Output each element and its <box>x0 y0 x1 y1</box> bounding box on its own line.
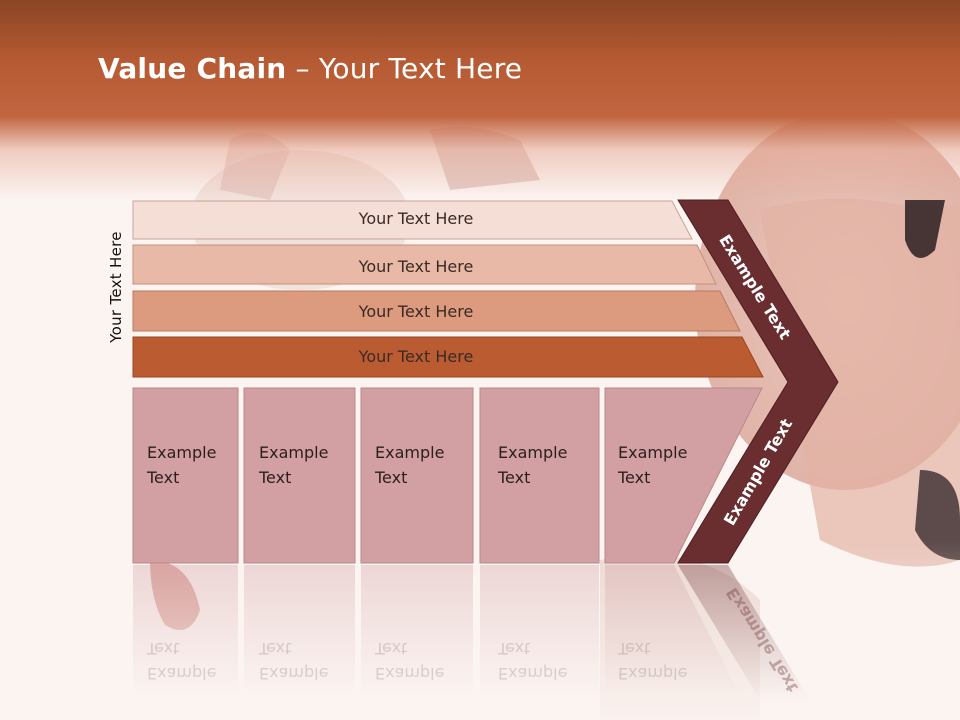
reflection-box-4 <box>480 565 599 695</box>
reflection-4-line2: Text <box>498 639 531 658</box>
activity-box-1-label: Example Text <box>147 440 237 490</box>
reflection-1-line2: Text <box>147 639 180 658</box>
activity-box-1-line2: Text <box>147 468 180 487</box>
reflection-5-line2: Text <box>618 639 651 658</box>
slide-title: Value Chain – Your Text Here <box>98 52 522 96</box>
reflection-3-line2: Text <box>375 639 408 658</box>
title-bold: Value Chain <box>98 52 287 85</box>
activity-box-1-reflection: Example Text <box>147 636 237 686</box>
activity-box-2 <box>243 387 356 564</box>
activity-box-5-reflection: Example Text <box>618 636 708 686</box>
reflection-1-line1: Example <box>147 664 217 683</box>
activity-box-3-line1: Example <box>375 443 445 462</box>
bar-2-label: Your Text Here <box>358 257 474 276</box>
reflection-box-3 <box>361 565 473 695</box>
activity-box-4-label: Example Text <box>498 440 588 490</box>
header-band <box>0 0 960 200</box>
activity-box-2-line2: Text <box>259 468 292 487</box>
activity-box-5-label: Example Text <box>618 440 708 490</box>
margin-chevron <box>677 199 839 564</box>
activity-box-2-line1: Example <box>259 443 329 462</box>
reflection-box-1 <box>133 565 238 695</box>
activity-box-3-reflection: Example Text <box>375 636 465 686</box>
activity-box-3-line2: Text <box>375 468 408 487</box>
title-rest: – Your Text Here <box>286 52 523 85</box>
reflection-5-line1: Example <box>618 664 688 683</box>
reflection-chevron <box>678 565 810 700</box>
activity-box-5 <box>604 387 763 564</box>
reflection-2-line1: Example <box>259 664 329 683</box>
bar-4-label: Your Text Here <box>358 347 474 366</box>
activity-box-2-reflection: Example Text <box>259 636 349 686</box>
activity-box-4-line2: Text <box>498 468 531 487</box>
activity-box-3-label: Example Text <box>375 440 465 490</box>
bar-1-label: Your Text Here <box>358 209 474 228</box>
bar-3 <box>132 290 741 332</box>
activity-box-3 <box>360 387 474 564</box>
activity-box-2-label: Example Text <box>259 440 349 490</box>
reflection-box-5 <box>605 565 740 695</box>
reflection-2-line2: Text <box>259 639 292 658</box>
bar-4 <box>132 336 764 378</box>
activity-box-1 <box>132 387 239 564</box>
bar-1 <box>132 200 693 240</box>
activity-box-4 <box>479 387 600 564</box>
bar-3-label: Your Text Here <box>358 302 474 321</box>
reflection-3-line1: Example <box>375 664 445 683</box>
activity-box-5-line2: Text <box>618 468 651 487</box>
activity-box-1-line1: Example <box>147 443 217 462</box>
activity-box-4-line1: Example <box>498 443 568 462</box>
activity-box-4-reflection: Example Text <box>498 636 588 686</box>
reflection-box-2 <box>244 565 355 695</box>
bar-2 <box>132 244 717 285</box>
activity-box-5-line1: Example <box>618 443 688 462</box>
reflection-4-line1: Example <box>498 664 568 683</box>
